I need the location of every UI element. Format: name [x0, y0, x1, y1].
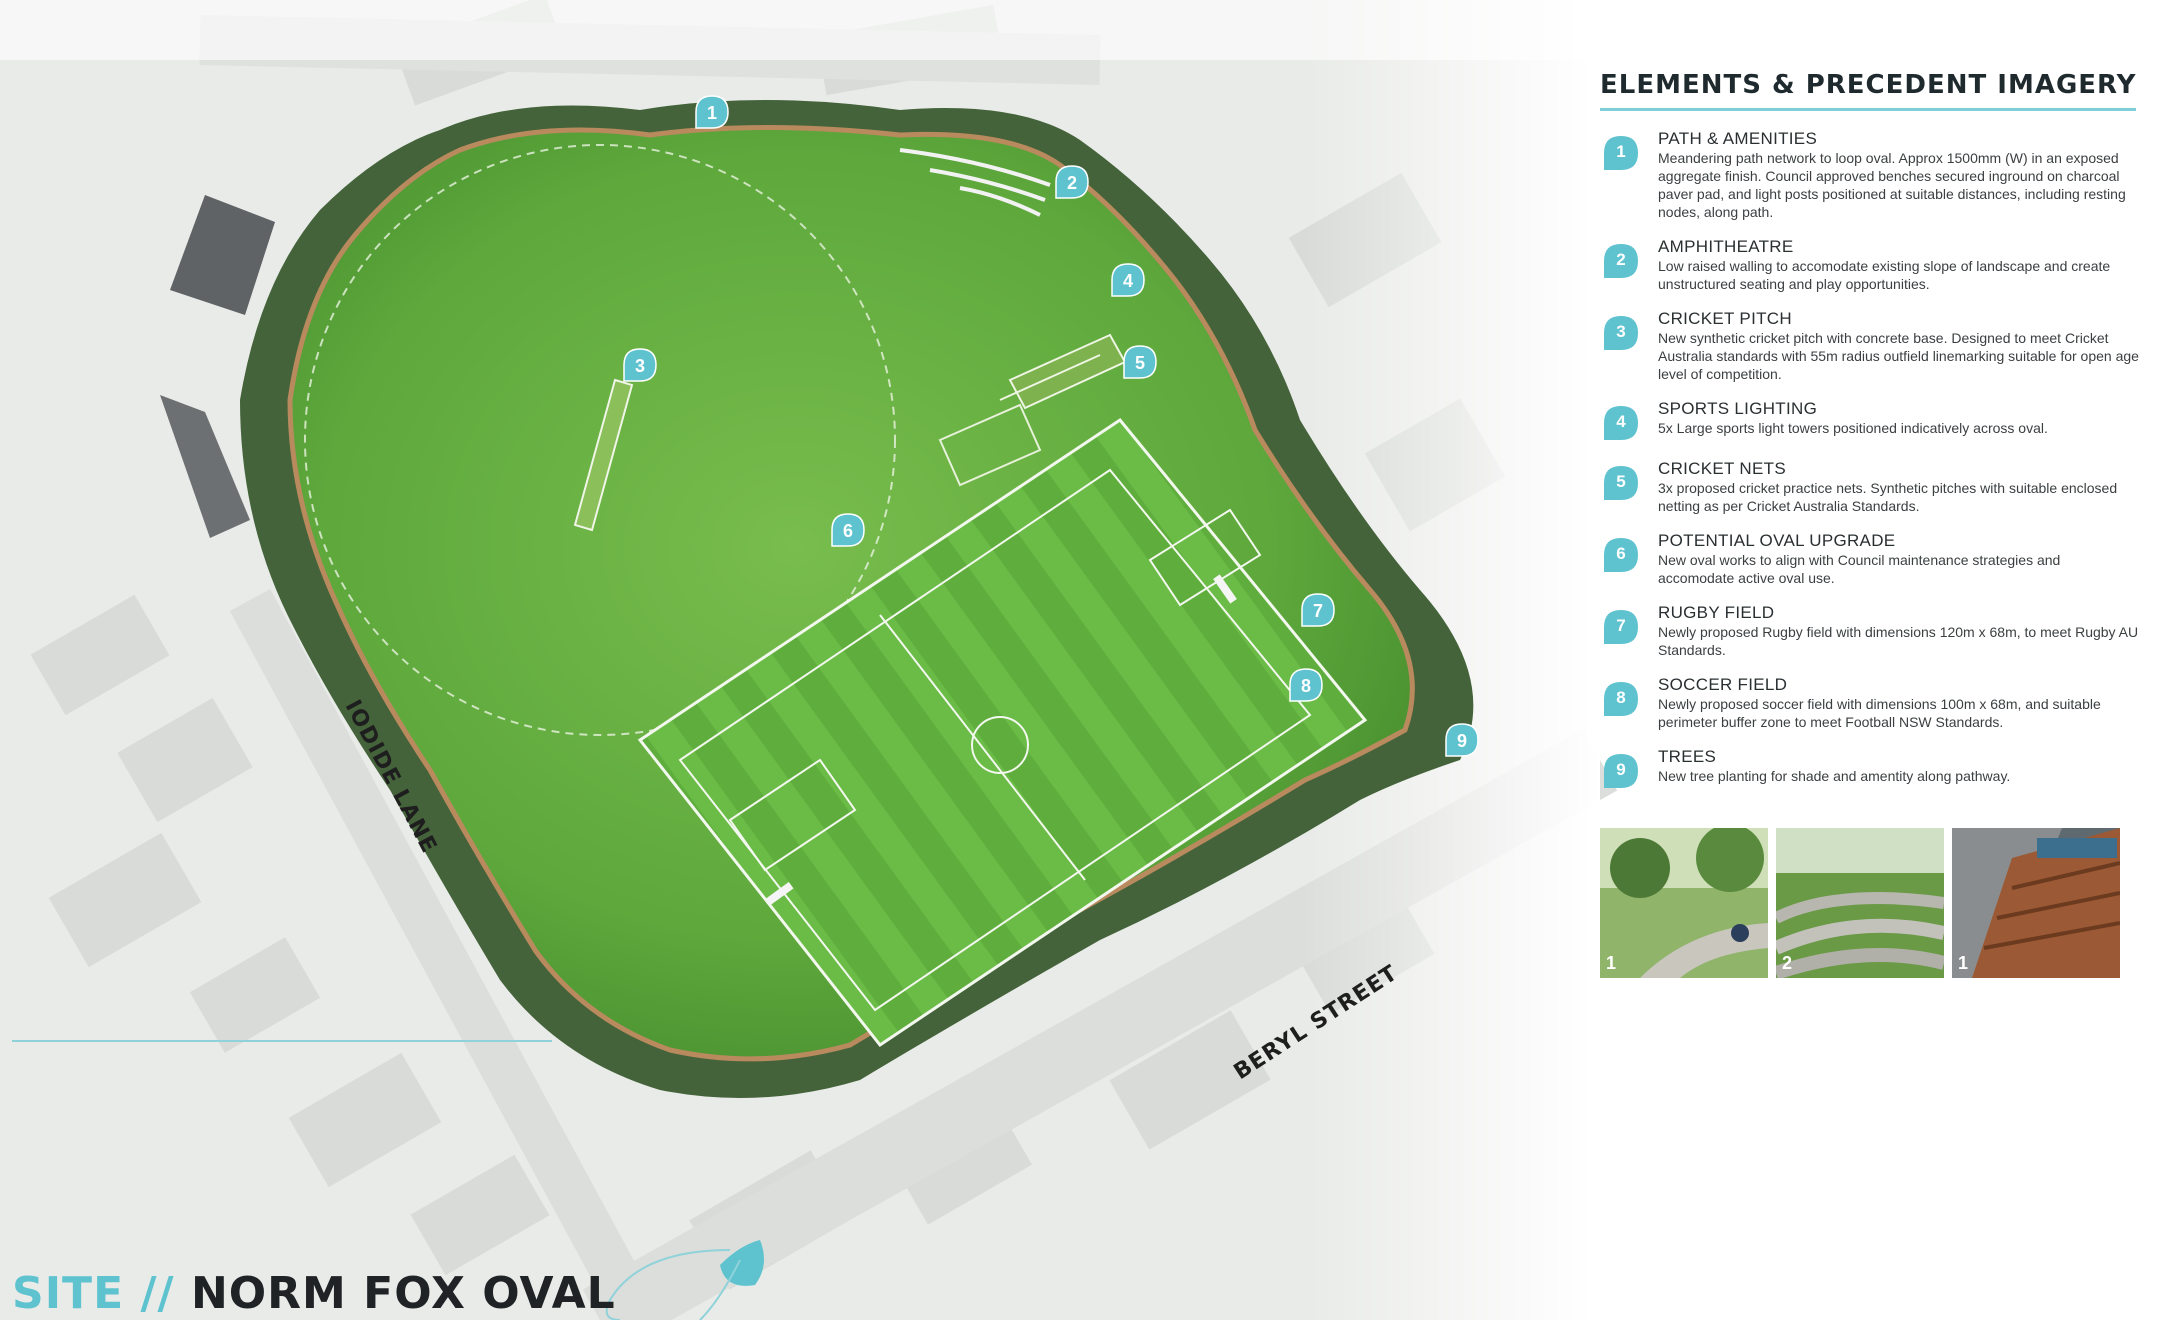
- legend-item-desc: Newly proposed soccer field with dimensi…: [1658, 696, 2101, 730]
- legend-item-title: TREES: [1658, 747, 1717, 766]
- legend-number: 5: [1616, 472, 1626, 491]
- amphitheatre: [899, 148, 1051, 217]
- legend-item: 2 AMPHITHEATRE Low raised walling to accom…: [1600, 237, 2140, 293]
- marker-pin-icon: 9: [1600, 750, 1642, 792]
- site-title-prefix: SITE: [12, 1268, 125, 1319]
- marker-pin-icon: [1123, 345, 1157, 379]
- legend-item-title: SPORTS LIGHTING: [1658, 399, 1818, 418]
- site-title-separator: //: [140, 1268, 175, 1319]
- legend-number: 2: [1616, 250, 1626, 269]
- legend-item: 7 RUGBY FIELD Newly proposed Rugby field w…: [1600, 603, 2140, 659]
- marker-number: 2: [1067, 173, 1077, 193]
- marker-number: 8: [1301, 676, 1311, 696]
- marker-pin-icon: [695, 95, 729, 129]
- marker-pin-icon: 7: [1600, 606, 1642, 648]
- map-markers: 1 2 3 4 5 6 7 8 9: [623, 95, 1479, 757]
- map-marker-1[interactable]: 1: [695, 95, 729, 129]
- marker-number: 5: [1135, 353, 1145, 373]
- legend-list: 1 PATH & AMENITIES Meandering path network…: [1600, 129, 2140, 791]
- legend-number: 4: [1616, 412, 1626, 431]
- legend-number: 3: [1616, 322, 1626, 341]
- buildings: [160, 195, 275, 538]
- legend-item-desc: New synthetic cricket pitch with concret…: [1658, 330, 2139, 382]
- legend-item: 3 CRICKET PITCH New synthetic cricket pitc…: [1600, 309, 2140, 383]
- precedent-images: 1 2 1: [1600, 828, 2140, 978]
- legend-number: 8: [1616, 688, 1626, 707]
- legend-item: 8 SOCCER FIELD Newly proposed soccer field…: [1600, 675, 2140, 731]
- legend-item-title: RUGBY FIELD: [1658, 603, 1775, 622]
- legend-item-title: CRICKET NETS: [1658, 459, 1786, 478]
- site-title: SITE // NORM FOX OVAL: [12, 1268, 616, 1319]
- legend-underline: [1600, 108, 2136, 111]
- legend-item-desc: 3x proposed cricket practice nets. Synth…: [1658, 480, 2118, 514]
- legend-item-desc: Low raised walling to accomodate existin…: [1658, 258, 2111, 292]
- legend-item: 5 CRICKET NETS 3x proposed cricket practic…: [1600, 459, 2140, 515]
- marker-pin-icon: [1445, 723, 1479, 757]
- legend-item-title: PATH & AMENITIES: [1658, 129, 1818, 148]
- legend-item: 4 SPORTS LIGHTING 5x Large sports light to…: [1600, 399, 2140, 443]
- amphitheatre-photo: 2: [1776, 828, 1944, 978]
- bike-path-photo: 1: [1600, 828, 1768, 978]
- map-marker-9[interactable]: 9: [1445, 723, 1479, 757]
- legend-item: 9 TREES New tree planting for shade and am…: [1600, 747, 2140, 791]
- legend-panel: ELEMENTS & PRECEDENT IMAGERY 1 PATH & AME…: [1600, 70, 2140, 807]
- map-marker-6[interactable]: 6: [831, 513, 865, 547]
- photo-number: 2: [1782, 953, 1793, 973]
- map-marker-8[interactable]: 8: [1289, 668, 1323, 702]
- marker-pin-icon: 4: [1600, 402, 1642, 444]
- legend-item: 6 POTENTIAL OVAL UPGRADE New oval works to…: [1600, 531, 2140, 587]
- marker-pin-icon: 1: [1600, 132, 1642, 174]
- legend-item-desc: Meandering path network to loop oval. Ap…: [1658, 150, 2126, 220]
- marker-number: 3: [635, 356, 645, 376]
- marker-pin-icon: [831, 513, 865, 547]
- map-marker-2[interactable]: 2: [1055, 165, 1089, 199]
- map-marker-7[interactable]: 7: [1301, 593, 1335, 627]
- marker-number: 4: [1123, 271, 1133, 291]
- site-title-name: NORM FOX OVAL: [190, 1268, 616, 1319]
- legend-number: 7: [1616, 616, 1626, 635]
- legend-title: ELEMENTS & PRECEDENT IMAGERY: [1600, 70, 2137, 100]
- legend-number: 9: [1616, 760, 1626, 779]
- legend-item-title: CRICKET PITCH: [1658, 309, 1792, 328]
- marker-number: 6: [843, 521, 853, 541]
- legend-item-desc: 5x Large sports light towers positioned …: [1658, 420, 2048, 436]
- left-divider: [12, 1040, 552, 1042]
- legend-item-desc: New tree planting for shade and amentity…: [1658, 768, 2011, 784]
- marker-pin-icon: [1301, 593, 1335, 627]
- marker-pin-icon: 2: [1600, 240, 1642, 282]
- legend-item-title: SOCCER FIELD: [1658, 675, 1788, 694]
- legend-number: 6: [1616, 544, 1626, 563]
- map-marker-4[interactable]: 4: [1111, 263, 1145, 297]
- marker-number: 9: [1457, 731, 1467, 751]
- legend-number: 1: [1616, 142, 1626, 161]
- legend-item-title: AMPHITHEATRE: [1658, 237, 1794, 256]
- cricket-outfield-line: [304, 144, 896, 736]
- legend-item-title: POTENTIAL OVAL UPGRADE: [1658, 531, 1896, 550]
- marker-pin-icon: [1289, 668, 1323, 702]
- marker-pin-icon: [1111, 263, 1145, 297]
- marker-pin-icon: 6: [1600, 534, 1642, 576]
- marker-pin-icon: 8: [1600, 678, 1642, 720]
- map-marker-3[interactable]: 3: [623, 348, 657, 382]
- sports-fields: [637, 417, 1368, 1048]
- marker-pin-icon: 5: [1600, 462, 1642, 504]
- decorative-swoosh: [605, 1240, 764, 1320]
- map-marker-5[interactable]: 5: [1123, 345, 1157, 379]
- marker-number: 7: [1313, 601, 1323, 621]
- legend-item-desc: Newly proposed Rugby field with dimensio…: [1658, 624, 2139, 658]
- marker-pin-icon: [623, 348, 657, 382]
- legend-item: 1 PATH & AMENITIES Meandering path network…: [1600, 129, 2140, 221]
- bench-photo: 1: [1952, 828, 2120, 978]
- photo-number: 1: [1958, 953, 1969, 973]
- photo-number: 1: [1606, 953, 1617, 973]
- marker-pin-icon: 3: [1600, 312, 1642, 354]
- marker-pin-icon: [1055, 165, 1089, 199]
- marker-number: 1: [707, 103, 717, 123]
- legend-item-desc: New oval works to align with Council mai…: [1658, 552, 2061, 586]
